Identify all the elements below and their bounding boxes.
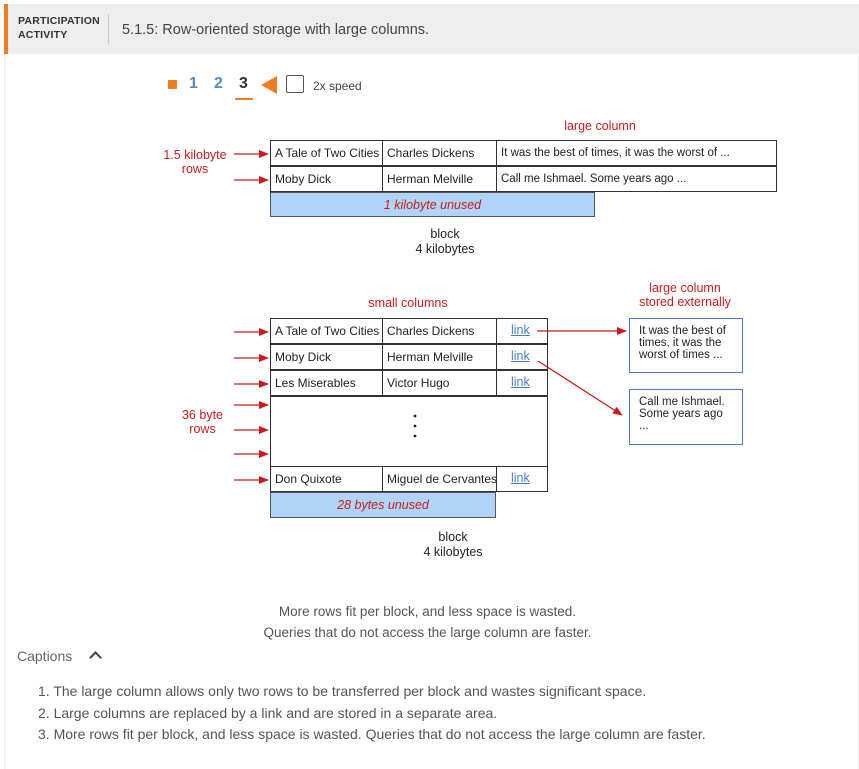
summary-line2: Queries that do not access the large col… (263, 625, 592, 640)
link[interactable]: link (511, 323, 530, 337)
step-2-button[interactable]: 2 (214, 75, 223, 92)
row-size-line1: 36 byte (181, 408, 223, 422)
speed-checkbox[interactable] (286, 75, 304, 93)
row-size-line2: rows (189, 422, 216, 436)
block-label-line2: 4 kilobytes (415, 242, 475, 256)
step-summary: More rows fit per block, and less space … (0, 601, 855, 643)
external-storage-box: It was the best of times, it was the wor… (629, 318, 743, 373)
external-storage-box: Call me Ishmael. Some years ago ... (629, 389, 743, 445)
caption-item: 2. Large columns are replaced by a link … (38, 704, 498, 721)
activity-panel (4, 54, 859, 769)
external-label-line1: large column (649, 281, 721, 295)
start-icon[interactable] (168, 80, 177, 89)
elided-rows-region (270, 396, 548, 467)
block-label-line1: block (430, 227, 460, 241)
unused-space-bar: 1 kilobyte unused (270, 192, 595, 217)
table-cell-title: A Tale of Two Cities (270, 140, 383, 166)
table-cell-link (496, 344, 548, 370)
ellipsis-dot (413, 434, 417, 438)
step-1-button[interactable]: 1 (189, 75, 198, 92)
block-label-line2: 4 kilobytes (423, 545, 483, 559)
play-back-icon[interactable] (261, 76, 277, 94)
caption-item: 1. The large column allows only two rows… (38, 683, 647, 699)
external-storage-label: large column stored externally (620, 281, 750, 309)
table-cell-title: A Tale of Two Cities (270, 318, 383, 344)
table-cell-link (496, 466, 548, 492)
row-size-line2: rows (181, 162, 209, 176)
table-cell-title: Don Quixote (270, 466, 383, 492)
table-cell-author: Charles Dickens (382, 140, 497, 166)
captions-toggle[interactable]: Captions (17, 648, 73, 664)
unused-space-bar: 28 bytes unused (270, 492, 496, 518)
table-cell-title: Les Miserables (270, 370, 383, 396)
speed-label: 2x speed (313, 79, 362, 93)
link[interactable]: link (511, 375, 530, 389)
table-cell-large-text: It was the best of times, it was the wor… (496, 140, 777, 166)
block-label: block 4 kilobytes (403, 530, 503, 560)
table-cell-author: Victor Hugo (382, 370, 497, 396)
table-cell-author: Herman Melville (382, 166, 497, 192)
table-cell-link (496, 318, 548, 344)
large-column-label: large column (564, 119, 636, 133)
external-label-line2: stored externally (639, 295, 731, 309)
table-cell-author: Herman Melville (382, 344, 497, 370)
activity-type-label: PARTICIPATION ACTIVITY (18, 14, 100, 42)
small-columns-label: small columns (368, 296, 448, 310)
row-size-label: 1.5 kilobyte rows (150, 148, 240, 176)
row-size-label: 36 byte rows (160, 408, 245, 436)
activity-type-line2: ACTIVITY (18, 29, 68, 41)
link[interactable]: link (511, 349, 530, 363)
caption-item: 3. More rows fit per block, and less spa… (38, 726, 706, 742)
captions-list: 1. The large column allows only two rows… (38, 681, 706, 746)
ellipsis-dot (413, 424, 417, 428)
active-step-indicator (235, 98, 253, 100)
row-size-line1: 1.5 kilobyte (163, 148, 227, 162)
link[interactable]: link (511, 471, 530, 485)
block-label-line1: block (438, 530, 468, 544)
table-cell-author: Charles Dickens (382, 318, 497, 344)
summary-line1: More rows fit per block, and less space … (278, 604, 577, 619)
table-cell-author: Miguel de Cervantes (382, 466, 497, 492)
table-cell-link (496, 370, 548, 396)
table-cell-title: Moby Dick (270, 166, 383, 192)
activity-type-line1: PARTICIPATION (18, 15, 100, 27)
activity-header: PARTICIPATION ACTIVITY 5.1.5: Row-orient… (4, 4, 859, 54)
block-label: block 4 kilobytes (395, 227, 495, 257)
header-divider (108, 14, 109, 44)
activity-title: 5.1.5: Row-oriented storage with large c… (122, 22, 430, 38)
table-cell-large-text: Call me Ishmael. Some years ago ... (496, 166, 777, 192)
step-3-button[interactable]: 3 (239, 75, 248, 92)
link-arrow (537, 360, 623, 416)
ellipsis-dot (413, 414, 417, 418)
table-cell-title: Moby Dick (270, 344, 383, 370)
